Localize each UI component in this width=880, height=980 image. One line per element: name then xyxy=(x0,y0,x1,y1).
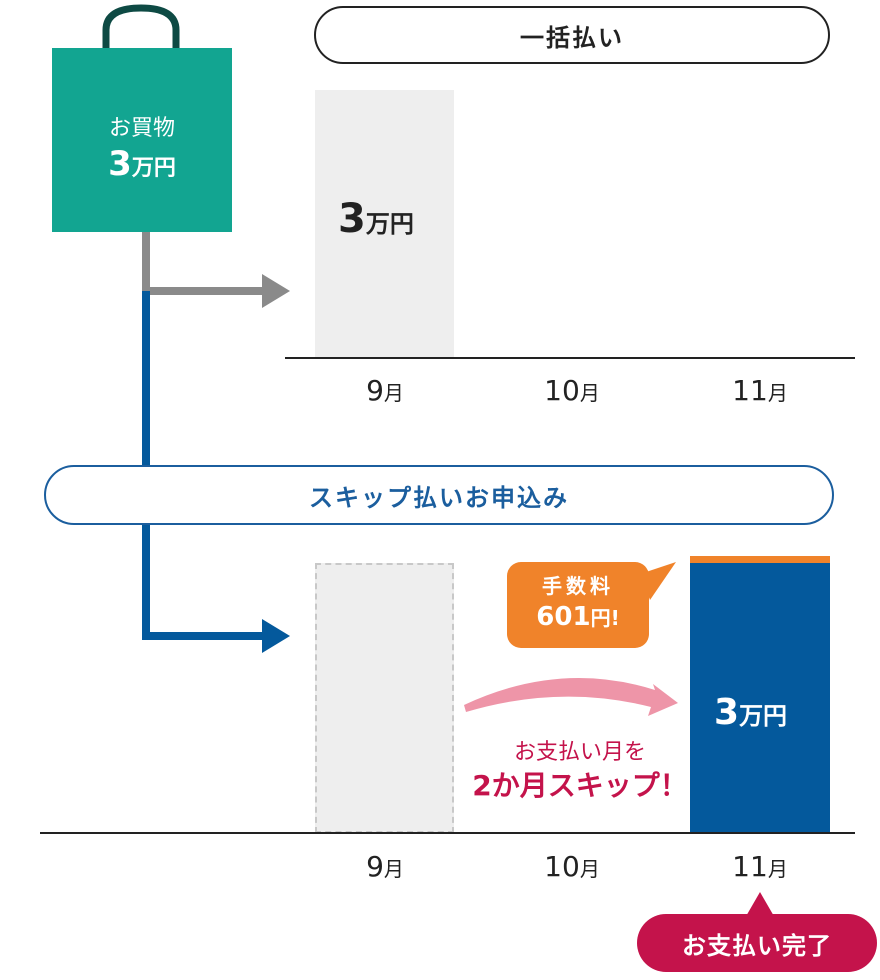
lump-sum-bar-sep xyxy=(315,90,454,358)
skip-note-line1: お支払い月を xyxy=(513,740,646,765)
lump-month-nov: 11月 xyxy=(732,374,788,407)
shopping-bag-icon: お買物 3万円 xyxy=(52,48,232,232)
skip-bar-nov xyxy=(690,556,830,833)
skip-month-nov: 11月 xyxy=(732,850,788,883)
purchase-label: お買物 xyxy=(108,116,175,141)
payment-complete-badge: お支払い完了 xyxy=(637,914,877,972)
fee-amount: 601円! xyxy=(536,602,620,632)
skip-connector xyxy=(142,291,262,640)
lump-sum-bar-amount: 3万円 xyxy=(338,196,414,242)
skip-month-oct: 10月 xyxy=(544,850,600,883)
skipped-bar-sep xyxy=(315,563,454,833)
fee-bubble: 手数料 601円! xyxy=(507,562,649,648)
lump-sum-arrowhead-icon xyxy=(262,274,290,308)
skip-note-line2: 2か月スキップ！ xyxy=(472,769,688,802)
purchase-amount: 3万円 xyxy=(108,144,176,184)
skip-axis xyxy=(40,832,855,834)
lump-sum-label: 一括払い xyxy=(314,6,830,64)
lump-month-oct: 10月 xyxy=(544,374,600,407)
curved-arrow-icon xyxy=(464,678,678,716)
lump-month-sep: 9月 xyxy=(366,374,404,407)
skip-month-sep: 9月 xyxy=(366,850,404,883)
skip-payment-label: スキップ払いお申込み xyxy=(44,465,834,525)
skip-arrowhead-icon xyxy=(262,619,290,653)
skip-bar-amount: 3万円 xyxy=(714,692,788,733)
lump-sum-axis xyxy=(285,357,855,359)
fee-title: 手数料 xyxy=(542,574,614,598)
